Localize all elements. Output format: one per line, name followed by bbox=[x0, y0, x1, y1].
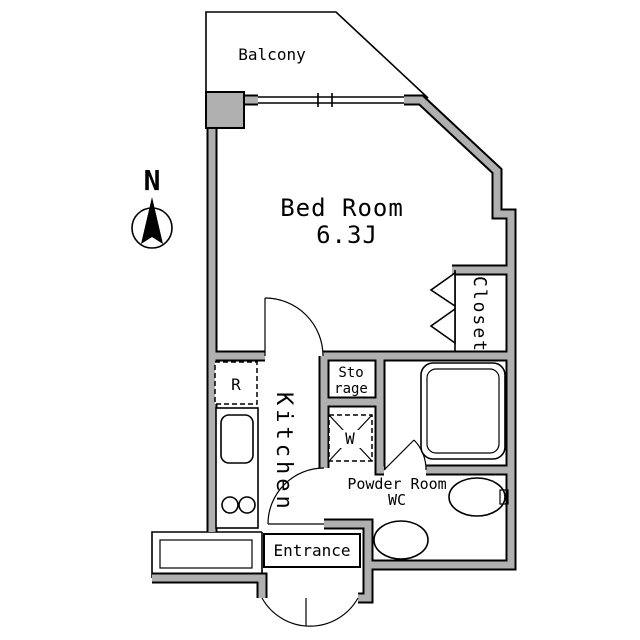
refrigerator-label: R bbox=[231, 375, 241, 394]
balcony-outline bbox=[205, 11, 429, 99]
wash-basin bbox=[448, 477, 506, 517]
storage-label: rage bbox=[334, 381, 368, 397]
toilet bbox=[373, 520, 429, 560]
north-arrow-icon bbox=[141, 197, 163, 244]
north-compass: N bbox=[131, 164, 173, 249]
kitchen-sink bbox=[220, 414, 254, 464]
entrance-door-arc bbox=[261, 597, 359, 627]
north-label: N bbox=[144, 164, 161, 197]
entrance-label-box bbox=[263, 533, 361, 568]
balcony-sliding-window bbox=[258, 93, 404, 107]
faucet bbox=[499, 489, 509, 505]
powder-room-door-arc bbox=[267, 467, 325, 525]
closet-label: Closet bbox=[469, 276, 490, 353]
walls-fill bbox=[152, 96, 515, 602]
bathtub bbox=[420, 362, 506, 460]
pillar bbox=[205, 91, 245, 129]
entrance-step bbox=[159, 539, 253, 569]
stove-burner bbox=[221, 496, 239, 514]
washing-machine-space: W bbox=[328, 414, 373, 462]
entrance-label: Entrance bbox=[273, 541, 350, 560]
wc-label: WC bbox=[388, 491, 406, 509]
storage-label: Sto bbox=[338, 365, 363, 381]
entrance-porch bbox=[151, 531, 263, 578]
powder-room-label: Powder Room bbox=[347, 475, 446, 493]
balcony-label: Balcony bbox=[238, 45, 306, 64]
bedroom-label: Bed Room bbox=[280, 194, 404, 222]
closet-folding-door bbox=[429, 307, 456, 345]
bathroom-door bbox=[383, 439, 427, 471]
kitchen-label: Kitchen bbox=[271, 392, 296, 513]
refrigerator-space bbox=[214, 361, 258, 405]
bedroom-door-arc bbox=[264, 297, 324, 357]
stove-burner bbox=[238, 496, 256, 514]
washing-machine-label: W bbox=[345, 429, 355, 448]
closet-folding-door bbox=[429, 271, 456, 308]
bedroom-size-label: 6.3J bbox=[316, 221, 378, 249]
bathtub-inner bbox=[426, 368, 500, 454]
